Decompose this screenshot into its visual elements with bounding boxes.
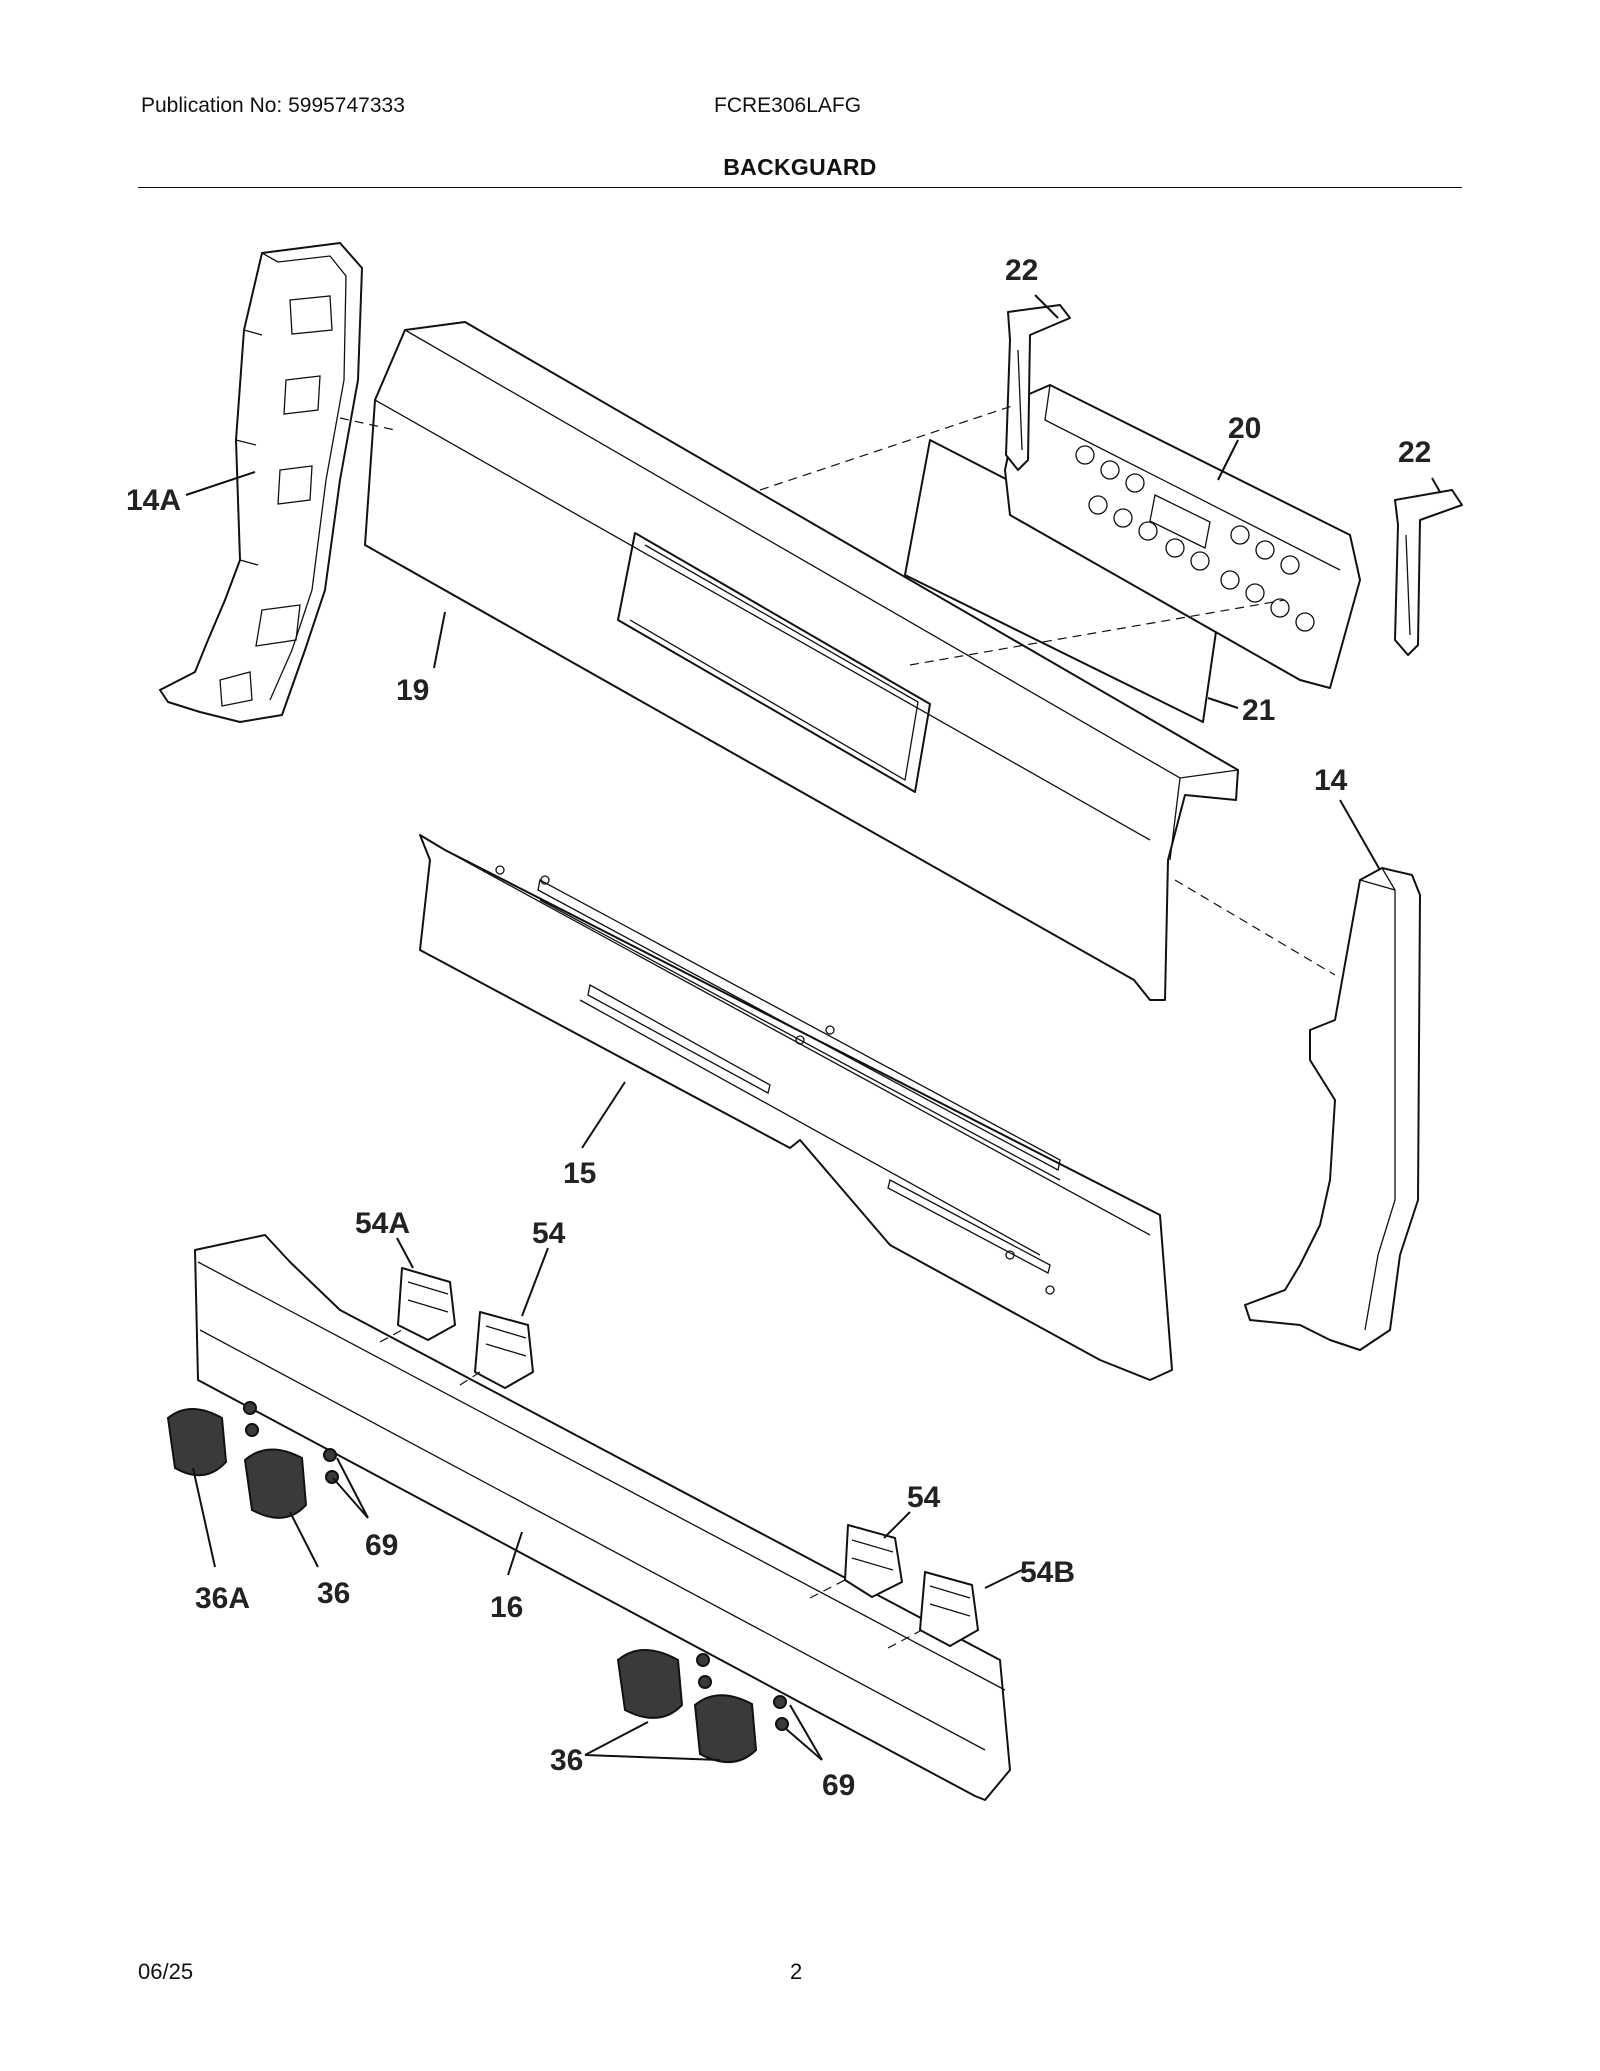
callout-14a: 14A: [126, 484, 181, 517]
callout-22-right: 22: [1398, 436, 1431, 469]
part-54-switch-lower: [844, 1524, 903, 1598]
callout-54-lower: 54: [907, 1481, 941, 1514]
part-54b-switch: [919, 1571, 979, 1647]
callout-19: 19: [396, 674, 429, 707]
part-14a-left-end-cap: [159, 242, 363, 723]
part-69-screws: [243, 1401, 789, 1731]
header-divider: [138, 187, 1462, 188]
callout-36a: 36A: [195, 1582, 250, 1615]
part-22-bracket-right: [1394, 489, 1463, 656]
leader-lines: [185, 294, 1441, 1761]
part-54a-switch: [397, 1267, 456, 1341]
publication-number: Publication No: 5995747333: [141, 94, 405, 117]
callout-21: 21: [1242, 694, 1275, 727]
part-15-support-bracket: [419, 834, 1173, 1381]
part-36-knob-left: [243, 1448, 308, 1519]
callout-69-left: 69: [365, 1529, 398, 1562]
part-36a-knob: [166, 1408, 228, 1477]
publication-date: 06/25: [138, 1959, 194, 1984]
part-36-knob-right-a: [616, 1649, 684, 1719]
callout-54-upper: 54: [532, 1217, 566, 1250]
part-16-control-panel: [194, 1234, 1011, 1801]
callout-54b: 54B: [1020, 1556, 1075, 1589]
part-19-backguard-panel: [364, 321, 1239, 1001]
model-number: FCRE306LAFG: [714, 94, 862, 117]
part-54-switch-upper: [474, 1311, 534, 1389]
callout-22-top: 22: [1005, 254, 1038, 287]
page-number: 2: [790, 1959, 803, 1984]
callout-16: 16: [490, 1591, 523, 1624]
callout-14: 14: [1314, 764, 1348, 797]
callout-20: 20: [1228, 412, 1261, 445]
callout-15: 15: [563, 1157, 596, 1190]
callout-labels: 22 20 22 14A 19 21 14 15 54A 54 69 36A 3…: [126, 254, 1431, 1802]
callout-36-left: 36: [317, 1577, 350, 1610]
callout-54a: 54A: [355, 1207, 410, 1240]
section-title: BACKGUARD: [723, 154, 877, 180]
callout-36-right: 36: [550, 1744, 583, 1777]
part-36-knob-right-b: [693, 1694, 758, 1764]
part-22-bracket-left: [1005, 304, 1071, 471]
assembly-dashed-lines: [339, 404, 1336, 1649]
part-14-right-end-cap: [1244, 867, 1421, 1351]
callout-69-right: 69: [822, 1769, 855, 1802]
part-20-control-board: [1004, 384, 1361, 689]
